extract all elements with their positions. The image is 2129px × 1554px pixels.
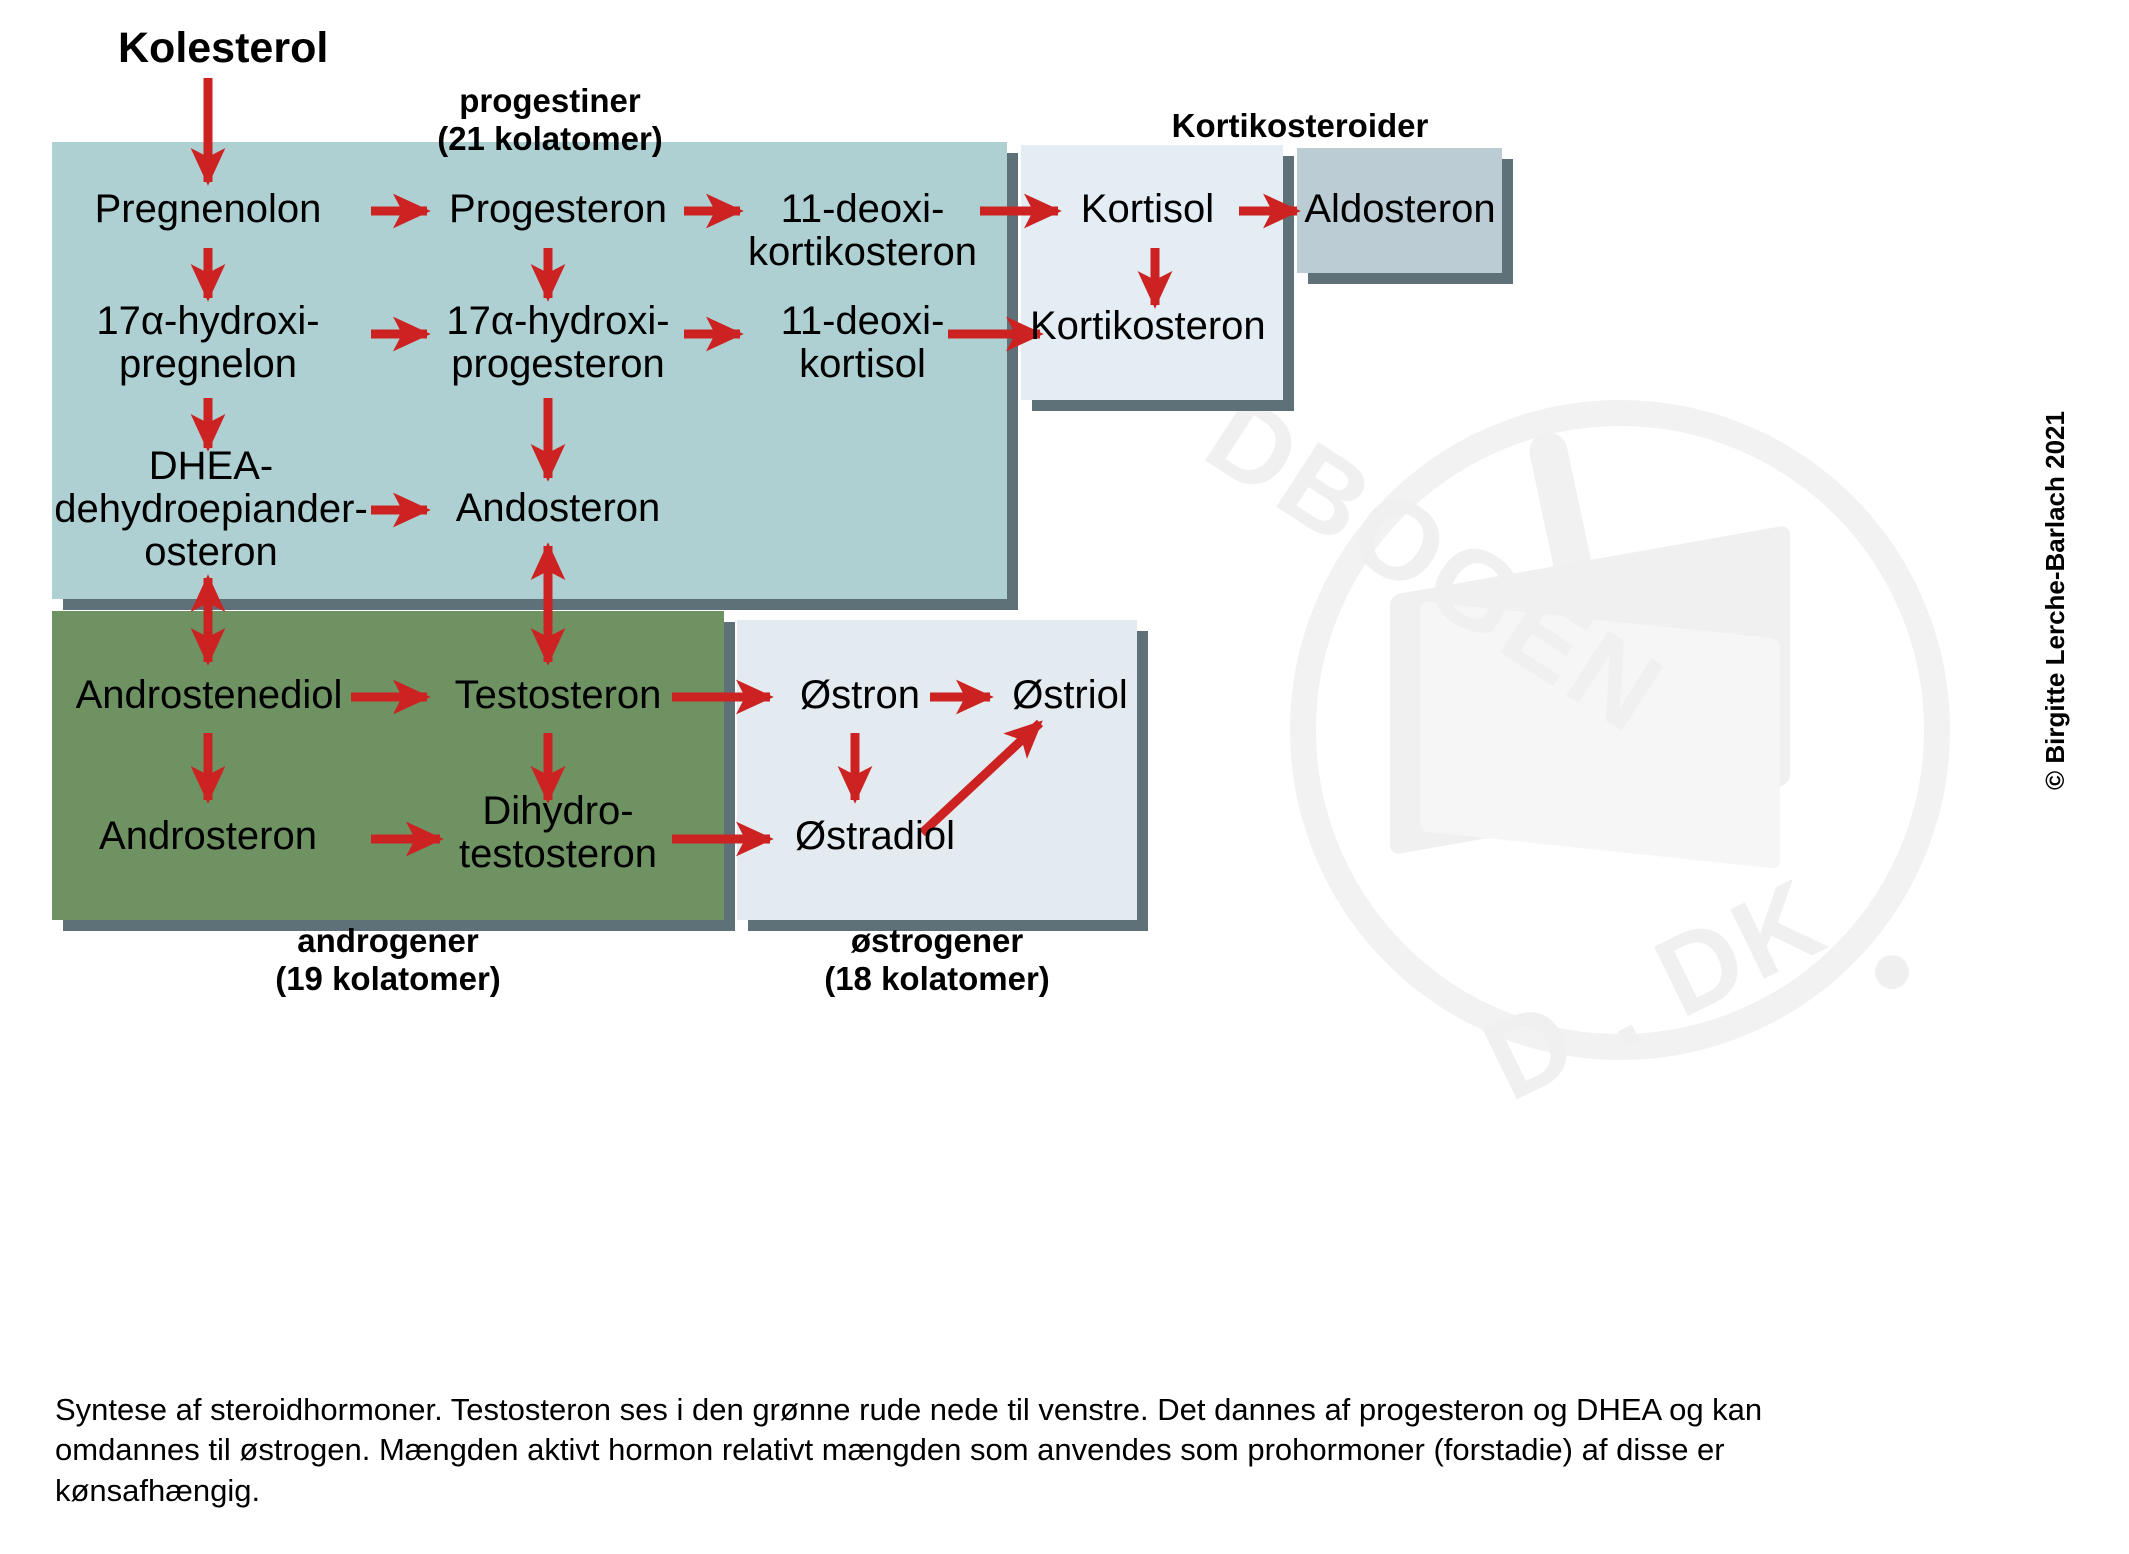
node-dhea: DHEA- dehydroepiander- osteron — [54, 444, 368, 575]
panel-kortikosteroider — [1021, 145, 1294, 411]
watermark-text-bottom: D . DK — [1465, 853, 1845, 1125]
panel-shadow-right — [1283, 156, 1294, 411]
heading-ostrogener: østrogener (18 kolatomer) — [824, 922, 1050, 997]
node-dihydro-testosteron: Dihydro- testosteron — [459, 789, 657, 877]
node-17a-hydroxi-pregnelon: 17α-hydroxi- pregnelon — [96, 299, 320, 387]
panel-shadow-right — [1137, 631, 1148, 931]
panel-androgener — [52, 611, 735, 931]
panel-ostrogener — [737, 620, 1148, 931]
node-kortisol: Kortisol — [1080, 187, 1215, 231]
node-pregnenolon: Pregnenolon — [94, 187, 322, 231]
heading-androgener: androgener (19 kolatomer) — [275, 922, 501, 997]
node-11-deoxi-kortisol: 11-deoxi- kortisol — [780, 299, 945, 387]
node-testosteron: Testosteron — [454, 673, 662, 717]
panel-shadow-bottom — [748, 920, 1148, 931]
node-ostriol: Østriol — [1012, 673, 1128, 717]
panel-shadow-right — [1502, 159, 1513, 284]
panel-aldosteron — [1297, 148, 1513, 284]
heading-kortikosteroider: Kortikosteroider — [1171, 107, 1429, 144]
figure-caption: Syntese af steroidhormoner. Testosteron … — [55, 1392, 1763, 1508]
page-title: Kolesterol — [118, 24, 329, 72]
node-andosteron: Andosteron — [455, 486, 661, 530]
node-11-deoxi-kortikosteron: 11-deoxi- kortikosteron — [748, 187, 977, 275]
node-17a-hydroxi-progesteron: 17α-hydroxi- progesteron — [446, 299, 670, 387]
heading-progestiner: progestiner (21 kolatomer) — [437, 82, 663, 157]
panel-shadow-bottom — [1308, 273, 1513, 284]
panel-shadow-right — [724, 622, 735, 931]
node-ostron: Østron — [799, 673, 921, 717]
node-ostradiol: Østradiol — [794, 814, 956, 858]
watermark-dot — [1875, 955, 1909, 989]
panel-progestiner — [52, 142, 1018, 610]
node-androsteron: Androsteron — [99, 814, 317, 858]
node-kortikosteron: Kortikosteron — [1030, 304, 1266, 348]
watermark-book-shape — [1390, 524, 1790, 856]
panel-shadow-bottom — [63, 599, 1018, 610]
node-aldosteron: Aldosteron — [1304, 187, 1496, 231]
node-androstenediol: Androstenediol — [75, 673, 343, 717]
panel-shadow-bottom — [63, 920, 735, 931]
panel-shadow-right — [1007, 153, 1018, 610]
watermark-rod — [1526, 429, 1632, 761]
watermark-text-top: DBOGEN — [1185, 371, 1687, 758]
watermark-circle — [1290, 400, 1950, 1060]
watermark-book-shape-2 — [1420, 601, 1780, 869]
node-progesteron: Progesteron — [449, 187, 667, 231]
copyright-notice: © Birgitte Lerche-Barlach 2021 — [2040, 411, 2070, 790]
panel-shadow-bottom — [1032, 400, 1294, 411]
